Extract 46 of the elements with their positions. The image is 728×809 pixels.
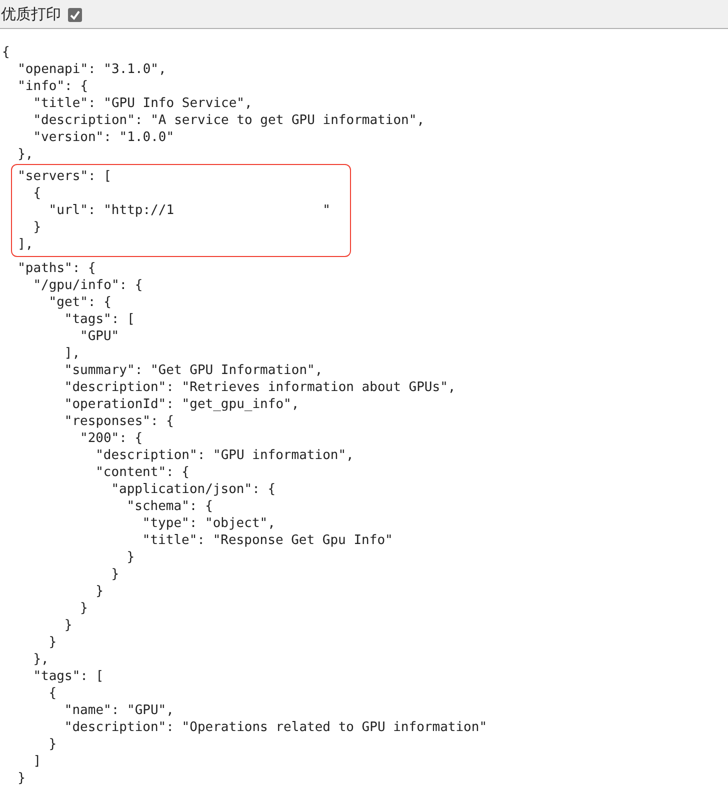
code-line: "info": { <box>18 78 88 95</box>
code-line: ], <box>64 344 80 362</box>
code-line: } <box>80 600 88 617</box>
code-line: } <box>64 616 72 634</box>
code-line: } <box>48 736 57 753</box>
code-line: { <box>48 684 57 702</box>
code-line: "200": { <box>80 430 143 447</box>
code-line: "name": "GPU", <box>64 702 174 719</box>
code-line: "/gpu/info": { <box>33 276 143 294</box>
code-line: "title": "Response Get Gpu Info" <box>142 532 393 549</box>
code-line: "get": { <box>48 294 112 311</box>
code-line: } <box>18 770 26 787</box>
code-line: ] <box>33 752 42 770</box>
code-line: "tags": [ <box>64 310 135 328</box>
code-line: "content": { <box>96 464 190 481</box>
code-line: } <box>96 582 104 600</box>
highlight-box <box>11 164 351 257</box>
option-label: 优质打印 <box>1 5 61 24</box>
code-line: ], <box>18 236 34 253</box>
code-line: " <box>322 202 330 219</box>
code-line: "version": "1.0.0" <box>33 129 174 146</box>
code-line: }, <box>33 650 49 668</box>
code-line: { <box>33 185 42 202</box>
code-line: "title": "GPU Info Service", <box>33 95 252 112</box>
code-line: { <box>2 44 10 61</box>
code-line: "schema": { <box>126 498 213 515</box>
code-line: "description": "A service to get GPU information", <box>33 112 425 129</box>
code-line: } <box>48 634 57 651</box>
code-line: "paths": { <box>18 260 96 277</box>
code-line: "summary": "Get GPU Information", <box>64 362 323 379</box>
code-line: "servers": [ <box>18 168 112 185</box>
code-line: } <box>33 219 42 236</box>
code-line: "openapi": "3.1.0", <box>18 61 166 78</box>
code-line: "application/json": { <box>111 480 276 498</box>
code-line: } <box>126 548 135 566</box>
code-line: }, <box>18 146 34 163</box>
code-line: "url": "http://1 <box>48 202 174 219</box>
code-line: "operationId": "get_gpu_info", <box>64 396 300 413</box>
code-line: "description": "GPU information", <box>96 446 354 464</box>
code-line: "type": "object", <box>142 514 276 532</box>
code-line: } <box>111 566 120 583</box>
code-line: "responses": { <box>64 412 174 430</box>
code-line: "description": "Operations related to GPU information" <box>64 718 488 736</box>
code-line: "tags": [ <box>33 668 104 685</box>
code-line: "GPU" <box>80 328 120 345</box>
code-line: "description": "Retrieves information about GPUs", <box>64 378 456 396</box>
